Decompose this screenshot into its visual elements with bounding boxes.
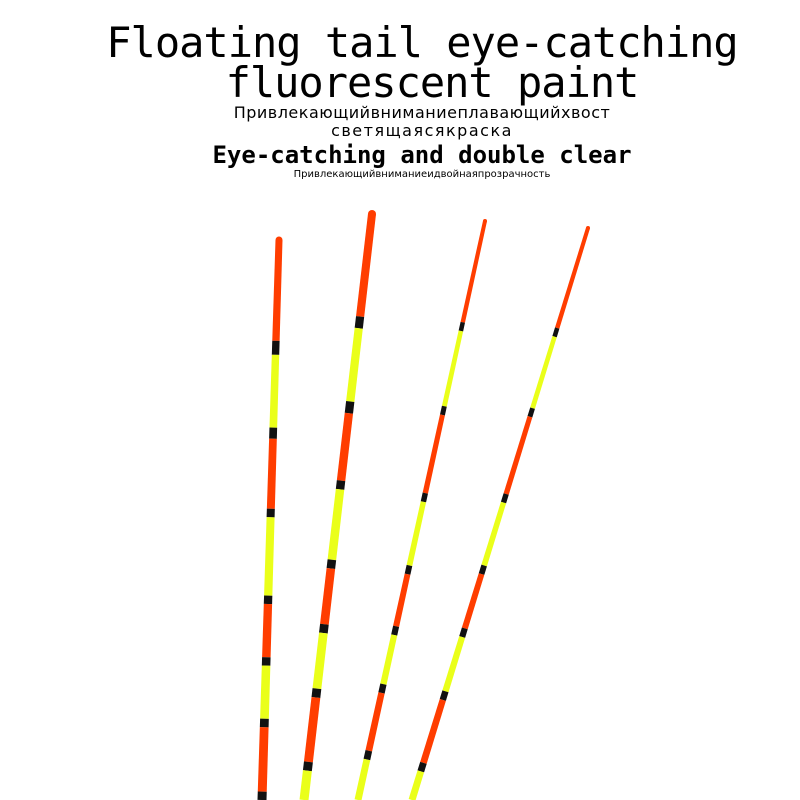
float-tail-1-black-band: [257, 791, 267, 800]
float-tail-4-tip: [586, 226, 590, 230]
float-tail-2-orange-segment: [320, 568, 336, 625]
float-tail-3-yellow-segment: [380, 634, 398, 685]
float-tail-3-black-band: [404, 564, 413, 575]
headline-line-1: Floating tail eye-catching: [106, 18, 738, 67]
float-tail-3-yellow-segment: [441, 330, 464, 407]
float-tail-1-yellow-segment: [269, 354, 280, 428]
float-tail-1-yellow-segment: [260, 665, 271, 719]
subheadline: Eye-catching and double clear: [212, 141, 632, 169]
float-tail-4-yellow-segment: [442, 636, 466, 693]
float-tail-3: [354, 219, 487, 800]
float-tail-2-black-band: [335, 480, 346, 490]
float-tail-1: [257, 236, 283, 800]
float-tail-4-black-band: [527, 407, 535, 418]
float-tail-3-black-band: [378, 683, 387, 694]
float-tail-1-black-band: [263, 595, 273, 605]
russian-caption-line-3: Привлекающийвниманиеидвойнаяпрозрачность: [293, 169, 551, 180]
headline-line-2: fluorescent paint: [225, 58, 640, 107]
float-tail-4-black-band: [459, 627, 468, 638]
russian-caption-line-2: светящаясякраска: [331, 121, 513, 140]
float-tail-3-black-band: [458, 321, 465, 332]
float-tail-4-black-band: [439, 690, 449, 701]
float-tail-4-black-band: [552, 327, 560, 338]
float-tail-2-black-band: [354, 316, 365, 329]
float-tail-4-black-band: [417, 761, 427, 773]
float-tail-3-yellow-segment: [354, 758, 371, 800]
float-tail-4: [408, 226, 590, 800]
float-tail-2-orange-segment: [336, 412, 354, 482]
float-tail-4-yellow-segment: [530, 336, 557, 409]
float-tail-2-black-band: [302, 761, 313, 772]
float-tail-2: [299, 210, 376, 800]
float-tail-2-black-band: [344, 401, 355, 414]
float-tail-2-yellow-segment: [312, 632, 328, 690]
russian-caption-line-1: Привлекающийвниманиеплавающийхвост: [233, 103, 611, 122]
float-tail-3-black-band: [363, 750, 373, 761]
float-tail-2-black-band: [311, 688, 322, 698]
float-tail-1-black-band: [271, 340, 280, 355]
float-tail-2-black-band: [326, 559, 337, 570]
float-tail-4-orange-segment: [503, 416, 533, 495]
float-tail-1-black-band: [266, 508, 275, 518]
float-tail-2-yellow-segment: [346, 327, 363, 402]
float-tail-1-orange-segment: [272, 239, 283, 341]
float-tail-4-yellow-segment: [408, 770, 425, 800]
float-tail-1-tip: [275, 236, 283, 244]
float-tail-1-yellow-segment: [264, 517, 275, 596]
float-tail-4-black-band: [478, 564, 487, 575]
float-tail-2-orange-segment: [356, 213, 376, 318]
float-tail-1-orange-segment: [257, 727, 269, 792]
float-tail-3-black-band: [440, 405, 447, 416]
float-tail-4-yellow-segment: [481, 501, 507, 567]
float-tail-3-yellow-segment: [406, 501, 427, 567]
float-tail-3-black-band: [420, 492, 428, 503]
float-tail-3-orange-segment: [393, 573, 411, 627]
float-tail-1-black-band: [261, 657, 271, 666]
float-tail-4-orange-segment: [420, 698, 446, 764]
float-tail-1-orange-segment: [262, 603, 273, 658]
float-tail-3-tip: [483, 219, 487, 223]
float-tail-4-orange-segment: [555, 227, 590, 329]
float-tail-2-black-band: [319, 623, 329, 634]
float-tail-4-black-band: [500, 493, 509, 504]
float-tails-group: [257, 210, 590, 800]
float-tail-1-black-band: [269, 427, 278, 439]
float-tail-1-black-band: [259, 718, 269, 728]
float-tail-2-yellow-segment: [299, 770, 312, 800]
float-tail-3-orange-segment: [460, 220, 487, 323]
float-tail-2-tip: [368, 210, 376, 218]
float-tail-3-black-band: [391, 625, 400, 636]
float-tail-2-orange-segment: [303, 696, 321, 763]
float-tail-3-orange-segment: [365, 692, 385, 752]
float-tail-2-yellow-segment: [327, 488, 345, 561]
float-tail-3-orange-segment: [422, 414, 445, 494]
float-tail-1-orange-segment: [266, 438, 277, 509]
float-tail-4-orange-segment: [461, 573, 485, 630]
